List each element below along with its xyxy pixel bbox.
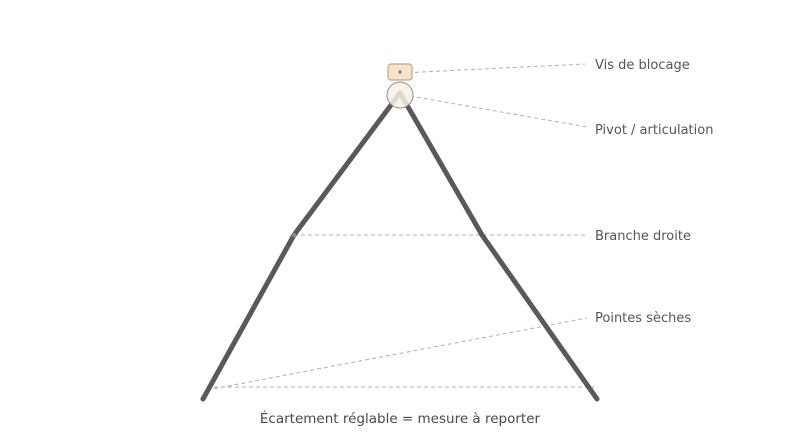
leader-line-pivot [409,95,588,128]
label-screw: Vis de blocage [595,58,690,73]
compass-right-leg [397,90,600,402]
label-pivot: Pivot / articulation [595,123,713,138]
leader-line-points [206,317,588,391]
pivot-hinge-icon [386,81,414,109]
diagram-caption: Écartement réglable = mesure à reporter [260,410,541,427]
label-leg: Branche droite [595,229,691,244]
label-points: Pointes sèches [595,311,691,326]
leader-line-screw [400,63,586,74]
screw-head-dot [398,70,402,74]
leg-anchor-dot [291,232,297,238]
compass-left-leg [200,90,403,402]
